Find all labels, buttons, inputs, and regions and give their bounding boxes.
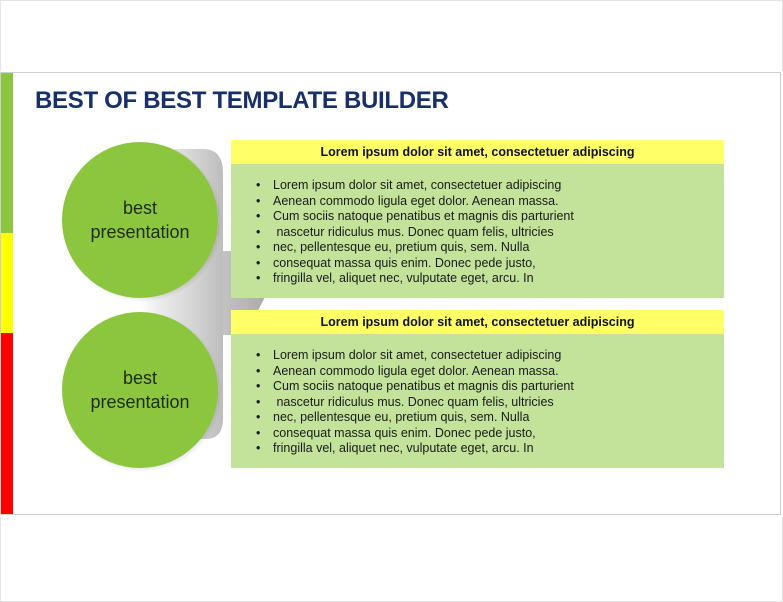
- bullet-icon: •: [256, 363, 261, 378]
- bullet-item: •Aenean commodo ligula eget dolor. Aenea…: [256, 363, 559, 378]
- panel-body: •Lorem ipsum dolor sit amet, consectetue…: [231, 334, 724, 468]
- bullet-item: •consequat massa quis enim. Donec pede j…: [256, 255, 536, 270]
- bullet-icon: •: [256, 379, 261, 393]
- circle-best-presentation-2[interactable]: best presentation: [62, 312, 218, 468]
- bullet-item: •fringilla vel, aliquet nec, vulputate e…: [256, 271, 534, 285]
- bullet-item: • nascetur ridiculus mus. Donec quam fel…: [256, 394, 554, 409]
- content-panel-1[interactable]: Lorem ipsum dolor sit amet, consectetuer…: [231, 140, 724, 298]
- bullet-item: •Lorem ipsum dolor sit amet, consectetue…: [256, 178, 562, 192]
- bullet-item: •nec, pellentesque eu, pretium quis, sem…: [256, 410, 530, 424]
- bullet-icon: •: [256, 178, 261, 192]
- panel-header: Lorem ipsum dolor sit amet, consectetuer…: [231, 140, 724, 164]
- bullet-icon: •: [256, 271, 261, 285]
- bullet-item: •Cum sociis natoque penatibus et magnis …: [256, 379, 574, 393]
- bullet-list: •Lorem ipsum dolor sit amet, consectetue…: [231, 348, 724, 457]
- bullet-item: •Lorem ipsum dolor sit amet, consectetue…: [256, 348, 562, 362]
- bullet-icon: •: [256, 410, 261, 424]
- bullet-list: •Lorem ipsum dolor sit amet, consectetue…: [231, 178, 724, 287]
- bullet-item: •fringilla vel, aliquet nec, vulputate e…: [256, 441, 534, 455]
- bullet-icon: •: [256, 394, 261, 409]
- side-accent-bar-red: [1, 333, 13, 514]
- circle-line2: presentation: [90, 392, 190, 412]
- side-accent-bar-yellow: [1, 233, 13, 333]
- circle-line1: best: [122, 368, 157, 388]
- bullet-icon: •: [256, 193, 261, 208]
- bullet-item: •nec, pellentesque eu, pretium quis, sem…: [256, 240, 530, 254]
- bullet-item: •Aenean commodo ligula eget dolor. Aenea…: [256, 193, 559, 208]
- bullet-icon: •: [256, 240, 261, 254]
- bullet-icon: •: [256, 224, 261, 239]
- side-accent-bar-green: [1, 73, 13, 233]
- circle-line1: best: [122, 198, 157, 218]
- slide-canvas[interactable]: BEST OF BEST TEMPLATE BUILDER best prese…: [0, 72, 781, 515]
- bullet-icon: •: [256, 348, 261, 362]
- bullet-item: •Cum sociis natoque penatibus et magnis …: [256, 209, 574, 223]
- window-top-blank-area: [0, 0, 783, 71]
- panel-header: Lorem ipsum dolor sit amet, consectetuer…: [231, 310, 724, 334]
- panel-body: •Lorem ipsum dolor sit amet, consectetue…: [231, 164, 724, 298]
- slide-title[interactable]: BEST OF BEST TEMPLATE BUILDER: [35, 87, 449, 114]
- bullet-icon: •: [256, 425, 261, 440]
- circle-best-presentation-1[interactable]: best presentation: [62, 142, 218, 298]
- bullet-icon: •: [256, 441, 261, 455]
- bullet-item: • nascetur ridiculus mus. Donec quam fel…: [256, 224, 554, 239]
- content-panel-2[interactable]: Lorem ipsum dolor sit amet, consectetuer…: [231, 310, 724, 468]
- bullet-item: •consequat massa quis enim. Donec pede j…: [256, 425, 536, 440]
- circle-line2: presentation: [90, 222, 190, 242]
- bullet-icon: •: [256, 255, 261, 270]
- bullet-icon: •: [256, 209, 261, 223]
- window-bottom-blank-area: [0, 517, 783, 602]
